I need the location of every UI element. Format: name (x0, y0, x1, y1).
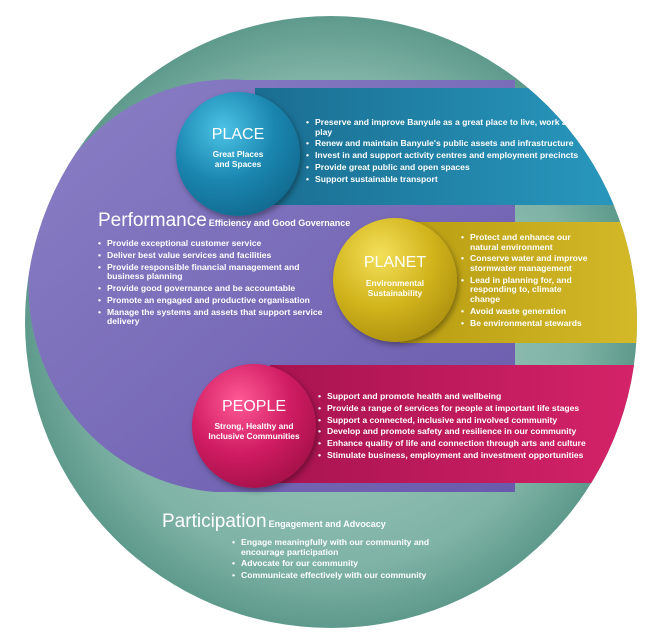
list-item: Provide responsible financial management… (98, 262, 328, 282)
list-item: Provide good governance and be accountab… (98, 283, 328, 294)
list-item: Engage meaningfully with our community a… (232, 537, 460, 557)
list-item: Support and promote health and wellbeing (318, 391, 638, 402)
list-item: Be environmental stewards (461, 318, 593, 329)
people-title: PEOPLE (221, 398, 287, 415)
planet-title: PLANET (363, 254, 427, 271)
performance-title: Performance (98, 210, 207, 231)
performance-list: Provide exceptional customer service Del… (98, 238, 328, 329)
list-item: Preserve and improve Banyule as a great … (306, 117, 594, 137)
place-title: PLACE (211, 126, 265, 143)
participation-list: Engage meaningfully with our community a… (232, 537, 460, 583)
list-item: Support a connected, inclusive and invol… (318, 415, 638, 426)
place-subtitle: Great Places and Spaces (212, 149, 264, 169)
planet-list: Protect and enhance our natural environm… (461, 232, 593, 330)
list-item: Support sustainable transport (306, 174, 594, 185)
participation-title: Participation (162, 511, 267, 532)
people-list: Support and promote health and wellbeing… (318, 391, 638, 463)
list-item: Protect and enhance our natural environm… (461, 232, 593, 252)
participation-subtitle: Engagement and Advocacy (268, 519, 386, 529)
planet-subtitle: Environmental Sustainability (365, 278, 425, 298)
performance-subtitle: Efficiency and Good Governance (208, 218, 351, 228)
list-item: Provide a range of services for people a… (318, 403, 638, 414)
list-item: Promote an engaged and productive organi… (98, 295, 328, 306)
list-item: Provide exceptional customer service (98, 238, 328, 249)
place-ball: PLACE Great Places and Spaces (176, 92, 300, 216)
list-item: Invest in and support activity centres a… (306, 151, 594, 161)
list-item: Deliver best value services and faciliti… (98, 250, 328, 261)
list-item: Enhance quality of life and connection t… (318, 439, 638, 449)
list-item: Provide great public and open spaces (306, 162, 594, 173)
people-subtitle: Strong, Healthy and Inclusive Communitie… (208, 421, 300, 441)
list-item: Renew and maintain Banyule's public asse… (306, 139, 594, 149)
list-item: Avoid waste generation (461, 306, 593, 317)
list-item: Develop and promote safety and resilienc… (318, 427, 638, 437)
list-item: Stimulate business, employment and inves… (318, 450, 638, 461)
list-item: Lead in planning for, and responding to,… (461, 275, 593, 305)
list-item: Advocate for our community (232, 559, 460, 569)
list-item: Conserve water and improve stormwater ma… (461, 254, 593, 273)
list-item: Manage the systems and assets that suppo… (98, 307, 328, 327)
planet-ball: PLANET Environmental Sustainability (333, 218, 457, 342)
place-list: Preserve and improve Banyule as a great … (306, 117, 594, 187)
people-ball: PEOPLE Strong, Healthy and Inclusive Com… (192, 364, 316, 488)
list-item: Communicate effectively with our communi… (232, 571, 460, 581)
